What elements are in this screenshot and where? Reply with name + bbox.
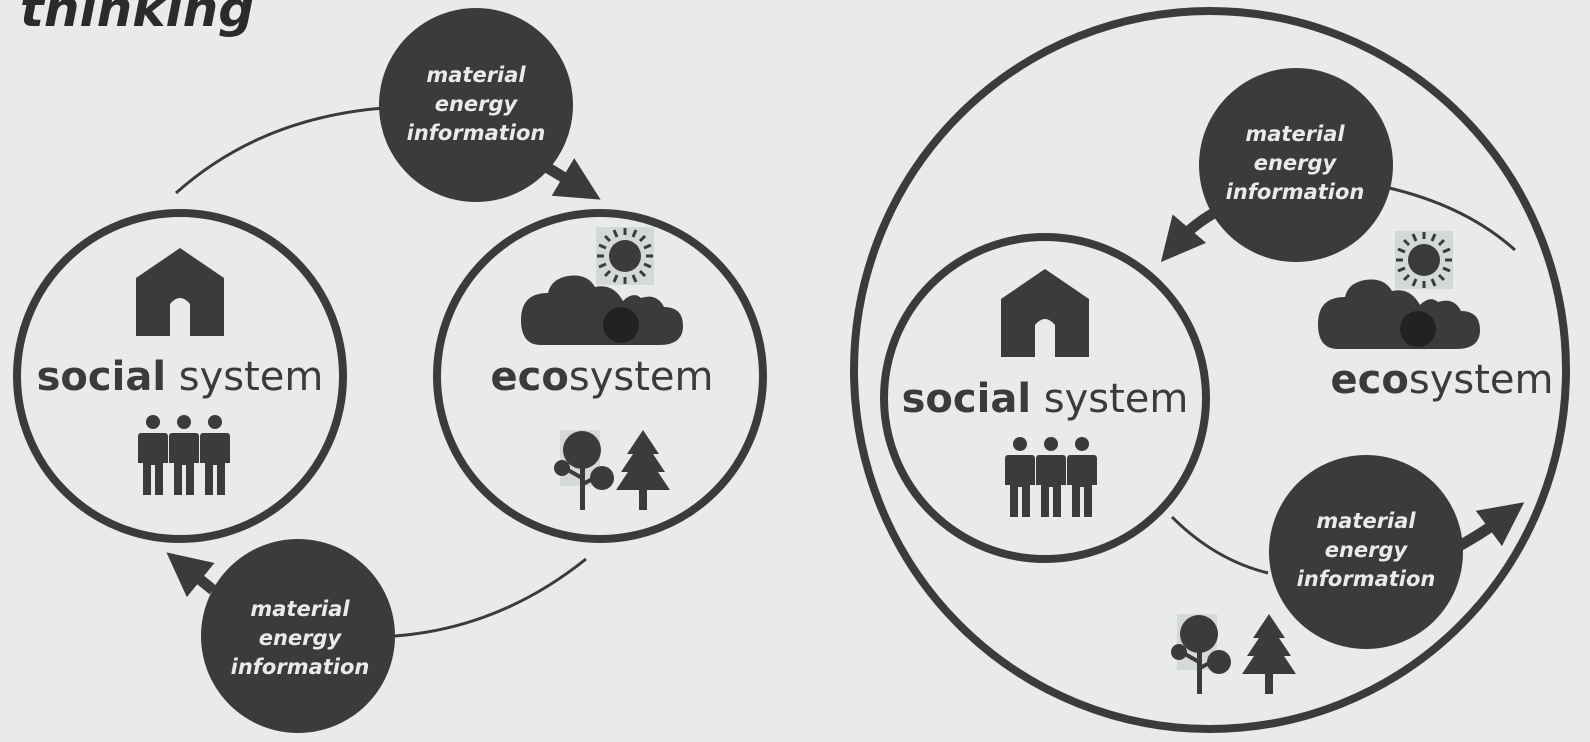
left-bottom-flow-line-1: material bbox=[250, 597, 350, 621]
pine-icon bbox=[616, 430, 670, 510]
left-bottom-flow-line-2: energy bbox=[259, 626, 343, 650]
left-eco-bold: eco bbox=[491, 354, 569, 400]
right-social-rest: system bbox=[1031, 376, 1188, 422]
sun-icon bbox=[1393, 229, 1455, 291]
left-eco-label: ecosystem bbox=[491, 354, 714, 400]
house-icon bbox=[136, 248, 224, 336]
house-icon bbox=[1001, 269, 1089, 357]
right-ecosystem: ecosystem bbox=[1169, 229, 1554, 696]
right-social-circle bbox=[880, 233, 1210, 563]
arrow-icon bbox=[166, 552, 217, 598]
right-outer-circle bbox=[850, 7, 1570, 733]
pine-icon bbox=[1242, 614, 1296, 694]
left-top-flow-line-1: material bbox=[426, 63, 526, 87]
left-bottom-arc bbox=[394, 557, 587, 638]
right-top-arc bbox=[1384, 185, 1517, 252]
right-bottom-flow-line-3: information bbox=[1297, 567, 1436, 591]
left-top-arc bbox=[175, 106, 384, 195]
right-bottom-flow-line-2: energy bbox=[1325, 538, 1409, 562]
right-social-system: social system bbox=[880, 233, 1210, 563]
right-top-flow-line-3: information bbox=[1226, 180, 1365, 204]
left-social-label: social system bbox=[37, 354, 324, 400]
left-social-system: social system bbox=[13, 209, 347, 543]
left-bottom-flow: material energy information bbox=[166, 539, 395, 733]
left-diagram: social system ecosystem material energy … bbox=[13, 8, 767, 733]
right-social-label: social system bbox=[902, 376, 1189, 422]
left-social-circle bbox=[13, 209, 347, 543]
left-top-flow-line-2: energy bbox=[435, 92, 519, 116]
page-heading: thinking bbox=[20, 0, 255, 38]
right-bottom-flow: material energy information bbox=[1269, 455, 1525, 649]
left-eco-circle bbox=[433, 209, 767, 543]
people-icon bbox=[138, 415, 230, 495]
arrow-icon bbox=[545, 158, 601, 200]
right-top-flow-line-1: material bbox=[1245, 122, 1345, 146]
right-bottom-flow-line-1: material bbox=[1316, 509, 1416, 533]
tree-icon bbox=[552, 428, 616, 512]
left-social-bold: social bbox=[37, 354, 166, 400]
tree-icon bbox=[1169, 612, 1233, 696]
left-bottom-flow-line-3: information bbox=[231, 655, 370, 679]
cloud-icon bbox=[521, 275, 683, 345]
left-eco-rest: system bbox=[569, 354, 714, 400]
right-eco-label: ecosystem bbox=[1331, 357, 1554, 403]
cloud-icon bbox=[1318, 279, 1480, 349]
left-social-rest: system bbox=[166, 354, 323, 400]
right-top-flow: material energy information bbox=[1160, 68, 1393, 263]
right-social-bold: social bbox=[902, 376, 1031, 422]
sun-icon bbox=[594, 225, 656, 287]
right-bottom-arc bbox=[1170, 515, 1269, 575]
left-top-flow-line-3: information bbox=[407, 121, 546, 145]
right-bottom-flow-bubble bbox=[1269, 455, 1463, 649]
right-top-flow-line-2: energy bbox=[1254, 151, 1338, 175]
people-icon bbox=[1005, 437, 1097, 517]
left-ecosystem: ecosystem bbox=[433, 209, 767, 543]
right-diagram: social system ecosystem material energy … bbox=[850, 7, 1570, 733]
left-top-flow-bubble bbox=[379, 8, 573, 202]
left-top-flow: material energy information bbox=[379, 8, 601, 202]
right-eco-rest: system bbox=[1409, 357, 1554, 403]
right-eco-bold: eco bbox=[1331, 357, 1409, 403]
right-top-flow-bubble bbox=[1199, 68, 1393, 262]
left-bottom-flow-bubble bbox=[201, 539, 395, 733]
